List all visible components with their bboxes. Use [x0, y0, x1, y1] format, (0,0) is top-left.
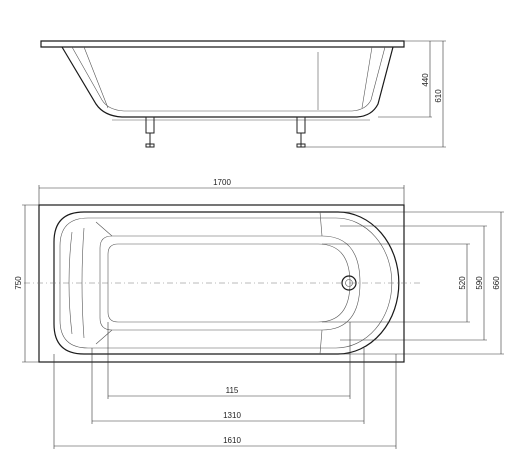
right-leg	[296, 116, 306, 148]
dimension-label-440: 440	[421, 73, 430, 87]
side-view: 440 610	[40, 40, 446, 148]
dimension-label-115: 115	[226, 386, 239, 395]
dimension-label-520: 520	[458, 276, 467, 290]
top-view-outer-rim	[38, 204, 405, 363]
dimension-label-1310: 1310	[223, 411, 241, 420]
side-view-body	[61, 46, 394, 118]
top-view-bottom	[99, 235, 361, 331]
dimension-label-1610: 1610	[223, 436, 241, 445]
top-view: 1700 750 520 590 660 115 1310	[14, 178, 504, 449]
dimension-label-1700: 1700	[213, 178, 231, 187]
top-view-basin	[53, 211, 400, 355]
dimension-label-660: 660	[492, 276, 501, 290]
dimension-label-590: 590	[475, 276, 484, 290]
left-leg	[145, 116, 155, 148]
side-view-inner-line	[71, 46, 386, 112]
side-view-rim	[40, 40, 405, 48]
dimension-label-750: 750	[14, 276, 23, 290]
dimension-label-610: 610	[434, 89, 443, 103]
